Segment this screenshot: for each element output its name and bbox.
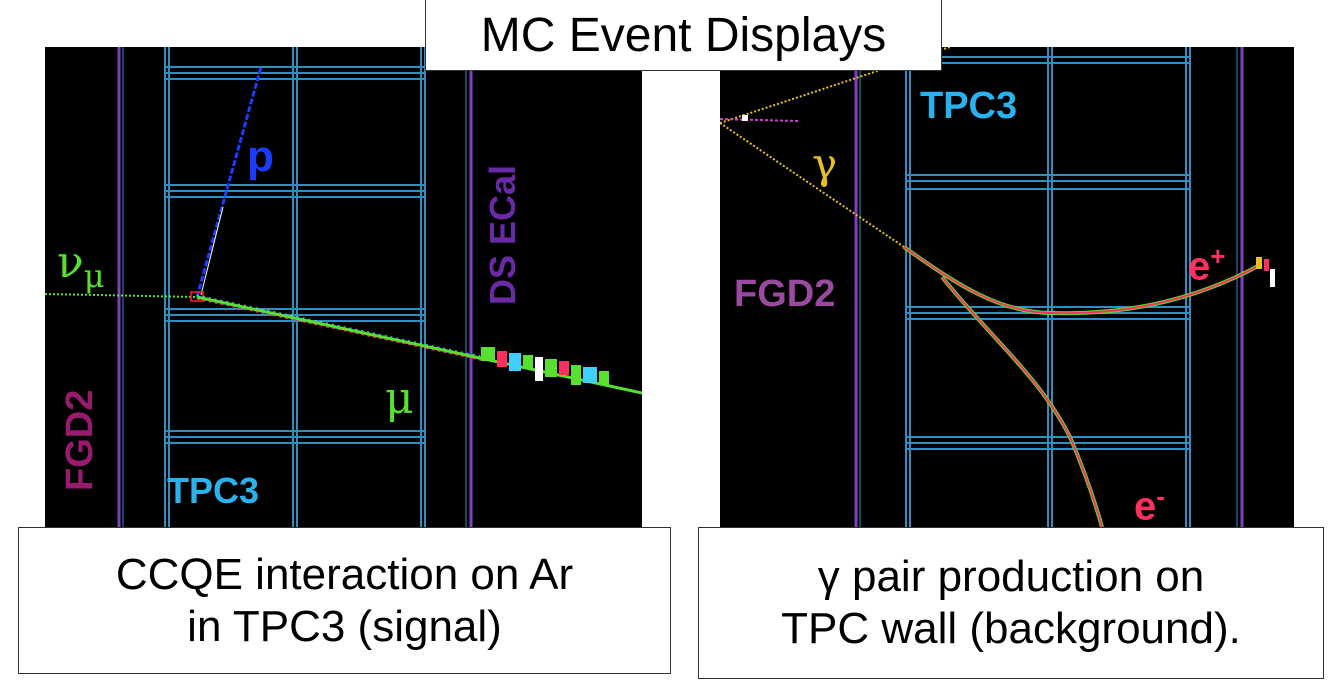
fgd2-label: FGD2 [59, 389, 101, 491]
neutrino-subscript: μ [83, 257, 105, 295]
tpc3-horizontal-bands [165, 66, 425, 444]
positron-symbol: e [1188, 244, 1211, 289]
right-caption: γ pair production on TPC wall (backgroun… [698, 527, 1324, 679]
end-hits [1256, 257, 1275, 287]
tpc-horizontal-bands [906, 56, 1190, 450]
left-detector-drawing [45, 47, 642, 527]
electron-charge: - [1156, 481, 1165, 511]
tpc3-label: TPC3 [167, 470, 260, 511]
neutrino-label: νμ [57, 241, 105, 293]
muon-label: μ [385, 373, 414, 424]
page-title: MC Event Displays [425, 0, 942, 71]
left-caption-line1: CCQE interaction on Ar [115, 549, 574, 599]
tpc3-label: TPC3 [920, 85, 1018, 127]
right-detector-drawing [720, 47, 1275, 527]
right-caption-line2: TPC wall (background). [781, 604, 1241, 653]
gamma-origin [720, 115, 801, 122]
ecal-hits [481, 347, 609, 385]
tpc-frame [905, 47, 1191, 527]
tpc3-frame [164, 47, 426, 527]
right-caption-line1: γ pair production on [817, 552, 1205, 602]
fgd2-label: FGD2 [734, 273, 836, 315]
left-caption: CCQE interaction on Ar in TPC3 (signal) [18, 527, 671, 674]
neutrino-track [45, 293, 196, 298]
neutrino-symbol: ν [57, 237, 84, 288]
left-caption-line2: in TPC3 (signal) [187, 601, 502, 651]
right-event-display: TPC3 γ FGD2 e+ e- [720, 47, 1294, 527]
ds-ecal-label: DS ECal [482, 164, 523, 305]
left-event-display: p νμ μ DS ECal FGD2 TPC3 [45, 47, 642, 527]
positron-charge: + [1210, 241, 1226, 271]
electron-symbol: e [1134, 484, 1157, 527]
positron-label: e+ [1188, 243, 1225, 286]
gamma-label: γ [812, 139, 838, 188]
proton-track [195, 66, 263, 298]
muon-track [196, 294, 642, 395]
electron-label: e- [1134, 483, 1165, 526]
proton-label: p [247, 132, 274, 181]
